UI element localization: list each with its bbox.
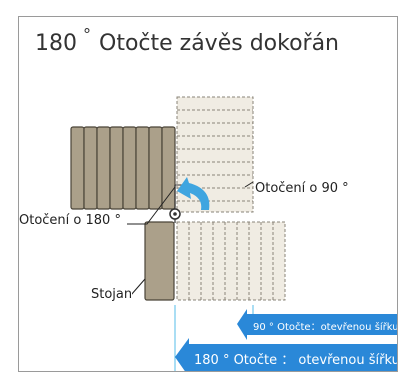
curtain-diagram bbox=[70, 96, 397, 371]
label-rotation-180: Otočení o 180 ° bbox=[19, 213, 121, 229]
arrow-180-shape bbox=[175, 338, 397, 371]
panel-rotated-180 bbox=[70, 126, 176, 210]
title-angle: 180 bbox=[35, 31, 77, 56]
arrow-180-label: 180 ° Otočte ： otevřenou šířku bbox=[194, 353, 398, 368]
label-rotation-90: Otočení o 90 ° bbox=[255, 181, 349, 197]
page-title: 180 ° Otočte závěs dokořán bbox=[35, 25, 339, 65]
diagram-frame: 180°Otočte závěs dokořán Otočení o 90 ° … bbox=[18, 16, 398, 372]
arrow-90-shape bbox=[237, 309, 397, 340]
stand bbox=[144, 221, 175, 301]
title-degree-mark: ° bbox=[83, 25, 91, 44]
label-leader-lines bbox=[127, 181, 254, 296]
rotation-arrow-icon bbox=[177, 177, 210, 210]
title-text: Otočte závěs dokořán bbox=[99, 31, 340, 56]
arrow-90-label: 90 ° Otočte：otevřenou šířku bbox=[253, 322, 398, 333]
ghost-panel-open bbox=[176, 221, 286, 301]
label-stand: Stojan bbox=[91, 287, 133, 303]
